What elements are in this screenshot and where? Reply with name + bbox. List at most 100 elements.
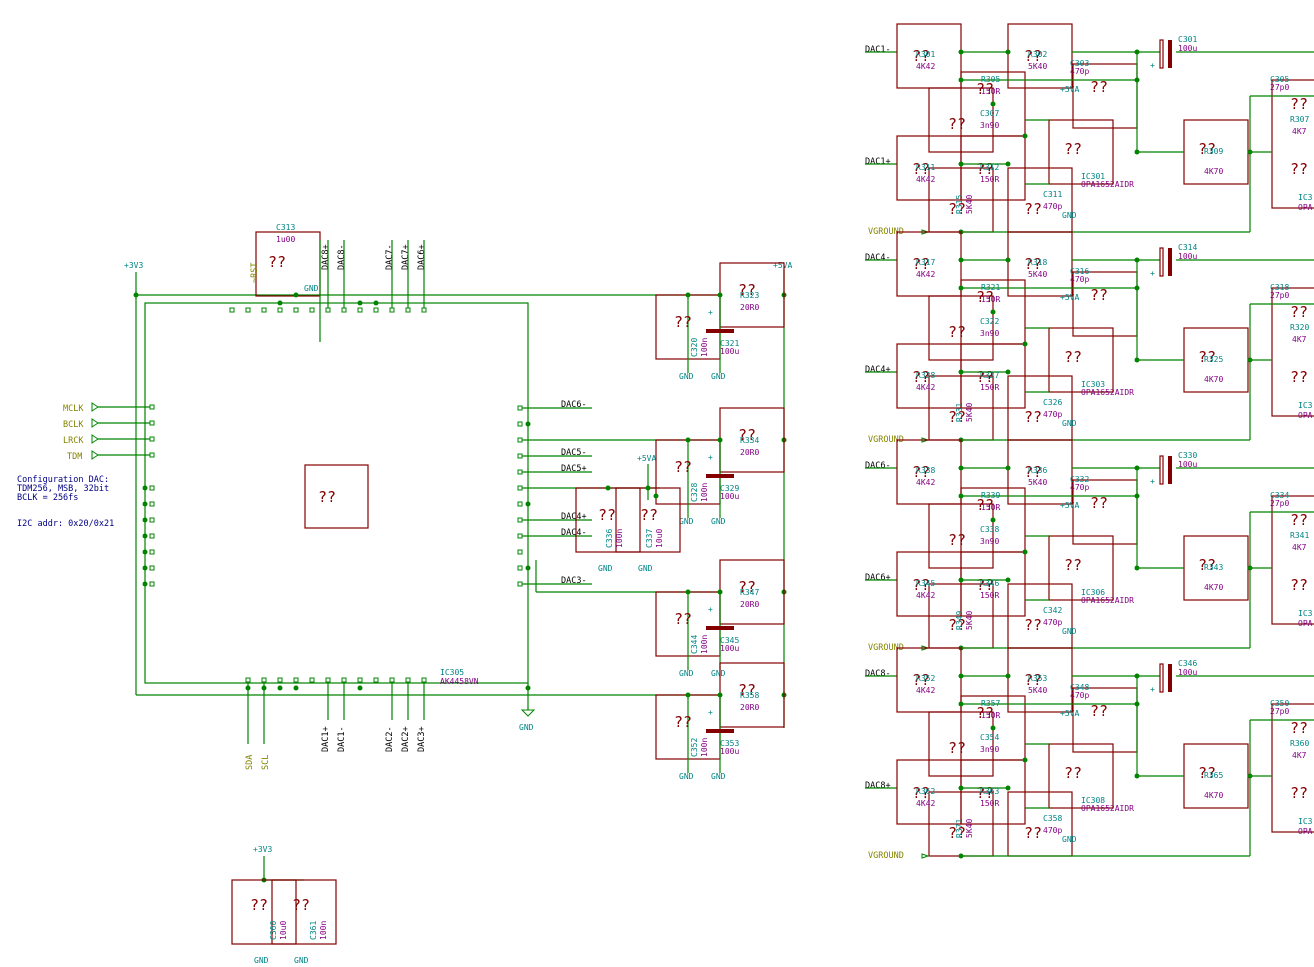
part-glyph: ?? (1024, 824, 1042, 842)
ce-val: 470p (1043, 410, 1062, 419)
cout-val: 100u (1178, 252, 1197, 261)
vground-port (921, 853, 930, 859)
part-glyph: ?? (1024, 408, 1042, 426)
part-glyph: ?? (1290, 95, 1308, 113)
ic-ref: IC308 (1081, 796, 1105, 805)
ch-5va: +5VA (1060, 501, 1079, 510)
channel-1[interactable]: DAC1-DAC1+??????????????????????????+R30… (865, 23, 1314, 237)
rh-ref: R365 (1204, 771, 1223, 780)
gnd-a: GND (679, 772, 694, 781)
cap-a-ref: C320 (690, 338, 699, 357)
ic-ref: IC303 (1081, 380, 1105, 389)
in-plus: DAC1+ (865, 157, 891, 167)
c337-val: 10u0 (655, 529, 664, 548)
gnd-b: GND (711, 669, 726, 678)
part-glyph: ?? (1064, 764, 1082, 782)
channel-2[interactable]: DAC4-DAC4+??????????????????????????+R31… (865, 231, 1314, 445)
re-val: 4K42 (916, 591, 935, 600)
part-glyph: ?? (1024, 616, 1042, 634)
rr-val: 4K7 (1292, 543, 1307, 552)
channel-4[interactable]: DAC8-DAC8+??????????????????????????+R35… (865, 647, 1314, 861)
mid-caps[interactable]: ?? ?? +5VA C336 100n C337 10u0 GND GND (575, 454, 681, 573)
re-ref: R311 (916, 163, 935, 172)
cr-val: 27p0 (1270, 499, 1289, 508)
dac-ic[interactable]: ?? IC305 AK4458VN (144, 302, 529, 686)
re-val: 4K42 (916, 175, 935, 184)
ic-ref: IC306 (1081, 588, 1105, 597)
hier-tdm: TDM (67, 452, 82, 462)
cap-b-val: 100u (720, 347, 739, 356)
part-box (1007, 231, 1073, 297)
out-cap-plate-b (1168, 248, 1172, 276)
ch-gnd: GND (1062, 211, 1077, 220)
c336-gnd: GND (598, 564, 613, 573)
electrolytic-plate (706, 474, 734, 478)
part-glyph: ?? (948, 323, 966, 341)
top-net-labels: DAC8+ DAC8- DAC7- DAC7+ DAC6+ (321, 240, 427, 310)
cd-val: 3n90 (980, 329, 999, 338)
c313-block[interactable]: C313 1u00 ?? ~RST GND (250, 223, 379, 342)
rr-ref: R307 (1290, 115, 1309, 124)
cap-a-val: 100n (700, 635, 709, 654)
vground-label: VGROUND (868, 227, 904, 237)
part-box (1007, 23, 1073, 89)
ra-val: 4K42 (916, 62, 935, 71)
re-ref: R345 (916, 579, 935, 588)
ch-gnd: GND (1062, 419, 1077, 428)
plus-mark: + (708, 605, 713, 614)
icr-val: OPA (1298, 203, 1313, 212)
rf-val: 150R (980, 175, 999, 184)
channel-3[interactable]: DAC6-DAC6+??????????????????????????+R33… (865, 439, 1314, 653)
cout-val: 100u (1178, 668, 1197, 677)
net-dac1m: DAC1- (337, 726, 347, 752)
cap-glyph: ?? (674, 610, 692, 628)
bottom-caps[interactable]: +3V3 ?? ?? C360 10u0 C361 100n GND GND (231, 845, 337, 965)
part-glyph: ?? (948, 616, 966, 634)
rr-val: 4K7 (1292, 335, 1307, 344)
part-glyph: ?? (1290, 511, 1308, 529)
part-box (1048, 743, 1114, 809)
part-box (1007, 647, 1073, 713)
c313-gnd: GND (304, 284, 319, 293)
part-glyph: ?? (1198, 556, 1216, 574)
part-glyph: ?? (912, 671, 930, 689)
power-5va-label: +5VA (773, 261, 792, 270)
cap-b-ref: C329 (720, 484, 739, 493)
rr-ref: R320 (1290, 323, 1309, 332)
cout-ref: C330 (1178, 451, 1197, 460)
cout-ref: C346 (1178, 659, 1197, 668)
cr-ref: C318 (1270, 283, 1289, 292)
gnd-a: GND (679, 372, 694, 381)
c313-glyph: ?? (268, 253, 286, 271)
part-glyph: ?? (1024, 47, 1042, 65)
part-box (1048, 119, 1114, 185)
plus-mark: + (708, 708, 713, 717)
net-dac2p: DAC2+ (401, 726, 411, 752)
part-glyph: ?? (1090, 494, 1108, 512)
vground-label: VGROUND (868, 851, 904, 861)
bottom-net-labels: SDA SCL DAC1+ DAC1- DAC2- DAC2+ DAC3+ (245, 677, 427, 770)
res-val: 20R0 (740, 303, 759, 312)
rail-5va: +5VA (773, 261, 792, 728)
ic-val: OPA1652AIDR (1081, 804, 1134, 813)
rh-ref: R325 (1204, 355, 1223, 364)
rc-ref: R339 (981, 491, 1000, 500)
c361-glyph: ?? (292, 896, 310, 914)
c360-val: 10u0 (279, 921, 288, 940)
ce-ref: C342 (1043, 606, 1062, 615)
rg-ref: R349 (955, 611, 964, 630)
in-minus: DAC4- (865, 253, 891, 263)
ce-val: 470p (1043, 826, 1062, 835)
part-glyph: ?? (912, 255, 930, 273)
cc-ref: C332 (1070, 475, 1089, 484)
ce-ref: C358 (1043, 814, 1062, 823)
cout-val: 100u (1178, 44, 1197, 53)
part-glyph: ?? (1064, 556, 1082, 574)
rf-val: 150R (980, 591, 999, 600)
icr-val: OPA (1298, 411, 1313, 420)
